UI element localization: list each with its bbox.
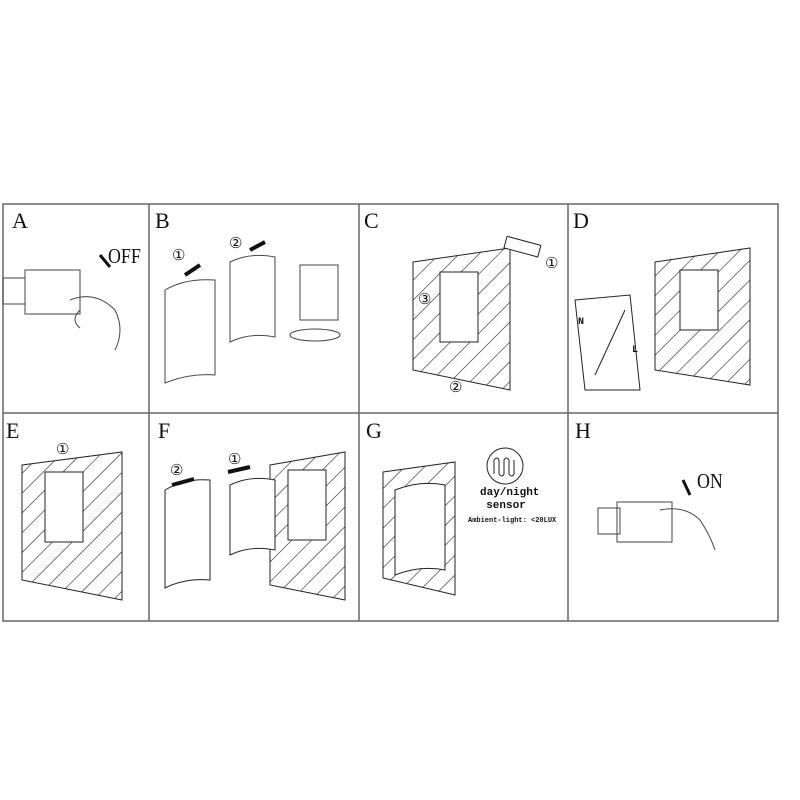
breaker-panel-a: [2, 254, 121, 351]
step-2-b: ②: [229, 236, 243, 252]
grid-lines: [2, 203, 779, 622]
step-3-c: ③: [418, 292, 432, 308]
step-1-e: ①: [56, 442, 70, 458]
step-1-c: ①: [545, 256, 559, 272]
lamp-parts-b: [164, 240, 341, 384]
step-1-f: ①: [228, 452, 242, 468]
panel-label-c: C: [364, 208, 379, 233]
panel-label-b: B: [155, 208, 170, 233]
wall-c: [412, 235, 542, 391]
panel-label-f: F: [158, 418, 171, 443]
wall-e: [21, 451, 123, 601]
step-1-b: ①: [172, 248, 186, 264]
wire-n: N: [578, 317, 585, 328]
step-2-f: ②: [170, 463, 184, 479]
panel-label-e: E: [6, 418, 20, 443]
ambient-light-text: Ambient-light: <20LUX: [468, 517, 557, 525]
wall-d-wiring: [574, 247, 751, 391]
lamp-parts-f: [164, 451, 346, 601]
panel-label-a: A: [12, 208, 28, 233]
wall-g-mounted-lamp: [382, 447, 524, 596]
step-2-c: ②: [449, 380, 463, 396]
breaker-panel-h: [597, 479, 716, 551]
off-text: OFF: [108, 244, 141, 268]
sensor-label-2: sensor: [486, 500, 526, 512]
on-text: ON: [697, 469, 723, 493]
sensor-label-1: day/night: [480, 487, 540, 499]
panel-label-d: D: [573, 208, 589, 233]
panel-label-g: G: [366, 418, 382, 443]
panel-label-h: H: [575, 418, 591, 443]
wire-l: L: [632, 345, 639, 356]
